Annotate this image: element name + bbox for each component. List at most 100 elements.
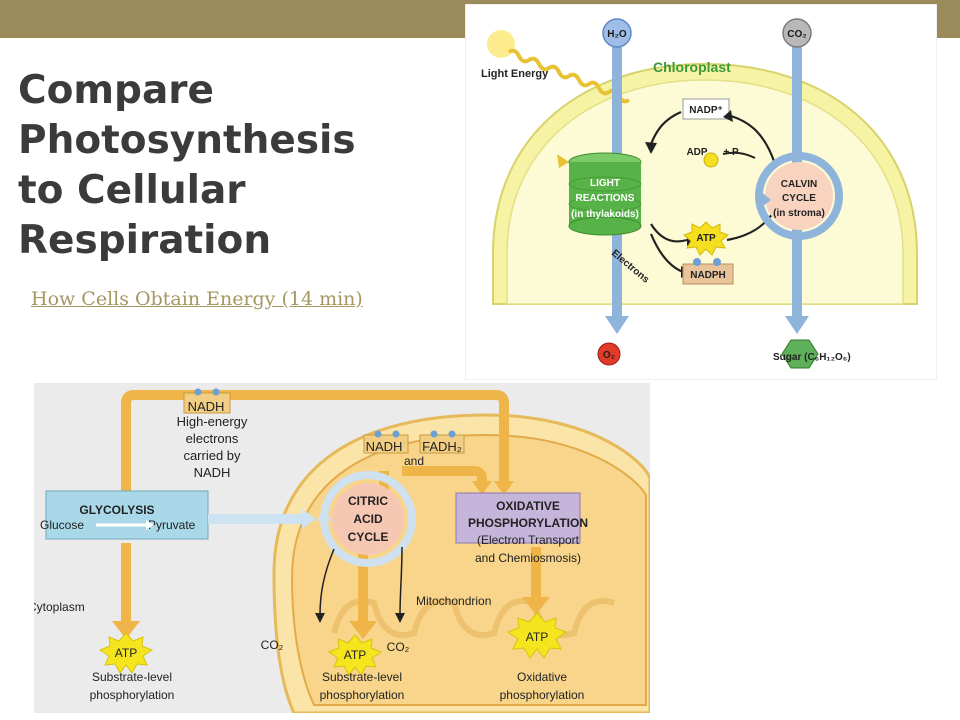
chloroplast-label: Chloroplast [653,59,731,75]
electron-dot-icon [392,430,400,438]
electron-dot-icon [693,258,701,266]
pyruvate-label: Pyruvate [148,518,196,532]
citric-acid-cycle [332,483,404,555]
photosynthesis-diagram: H₂O CO₂ Light Energy Chloroplast NADP⁺ A… [465,4,937,380]
high-energy-line-3: carried by [183,448,241,463]
oxidative-line-1: Oxidative [517,670,567,684]
glycolysis-atp-route [121,543,131,623]
nadp-box [682,98,730,120]
high-energy-line-1: High-energy [177,414,248,429]
oxphos-box [455,492,581,544]
citric-line-1: CITRIC [348,494,388,508]
light-reactions-line-1: LIGHT [590,178,620,189]
adp-label: ADP [686,147,707,158]
co2-arrowhead-icon [395,613,405,623]
electron-dot-icon [194,388,202,396]
citric-line-2: ACID [353,512,383,526]
substrate-mid-line-1: Substrate-level [322,670,402,684]
nadh-top-box [183,392,231,414]
sugar-label: Sugar (C₆H₁₂O₆) [773,352,851,363]
atp-burst-icon [506,612,568,659]
glycolysis-box [45,490,209,540]
calvin-arrowhead-icon [759,190,771,206]
oxphos-line-2: PHOSPHORYLATION [468,516,588,530]
electron-dot-icon [430,430,438,438]
co2-arrow-right [399,546,403,616]
krebs-atp-arrowhead-icon [349,621,377,639]
atp-label: ATP [696,233,716,244]
thylakoid-line [568,176,642,192]
electron-dot-icon [448,430,456,438]
glycolysis-atp-arrowhead-icon [112,621,140,639]
video-link[interactable]: How Cells Obtain Energy (14 min) [31,288,363,310]
fadh2-label: FADH₂ [422,439,462,454]
mitochondrion-label: Mitochondrion [416,594,491,608]
title-line-2: Photosynthesis [18,118,356,163]
co2-label: CO₂ [787,29,806,40]
atp-label-krebs: ATP [344,648,366,662]
cycle-arrow-top-right [730,114,777,165]
oxphos-line-3: (Electron Transport [477,533,580,547]
h2o-label: H₂O [607,29,627,40]
citric-line-3: CYCLE [348,530,389,544]
fadh2-route-arrowhead-icon [472,481,492,495]
electron-dot-icon [713,258,721,266]
calvin-ring [755,152,843,240]
oxphos-atp-arrowhead-icon [522,597,550,615]
glucose-label: Glucose [40,518,84,532]
calvin-line-1: CALVIN [781,179,817,190]
nadh-mid-label: NADH [366,439,403,454]
high-energy-line-2: electrons [186,431,239,446]
o2-label: O₂ [603,350,615,361]
slide-title: Compare Photosynthesis to Cellular Respi… [18,66,438,266]
substrate-mid-line-2: phosphorylation [320,688,405,702]
nadph-label: NADPH [690,270,726,281]
electron-dot-icon [374,430,382,438]
cycle-arrow-top-left [649,110,682,145]
light-reactions-line-3: (in thylakoids) [571,209,639,220]
co2-label-right: CO₂ [387,640,410,654]
o2-arrowhead-icon [605,316,629,334]
substrate-left-line-1: Substrate-level [92,670,172,684]
co2-arrow-left [319,548,335,616]
nadh-top-label: NADH [188,399,225,414]
title-line-1: Compare [18,68,214,113]
nadh-route-arrowhead-icon [494,481,514,495]
co2-arrowhead-icon [315,613,325,623]
cristae-folds [331,598,615,638]
light-source-icon [487,30,515,58]
o2-bubble [597,342,621,366]
glycolysis-label: GLYCOLYSIS [79,503,154,517]
phosphate-icon [703,152,719,168]
atp-label-oxphos: ATP [526,630,548,644]
pyruvate-arrow [208,514,304,524]
sugar-hexagon-icon [781,339,819,369]
nadh-mid-box [363,434,409,454]
chloroplast-inner [506,79,904,305]
fadh2-route [402,466,487,483]
thylakoid-disk [568,216,642,236]
nadph-box [682,263,734,285]
cycle-arrowhead-icon [645,142,657,154]
krebs-arrowhead-icon [316,509,332,521]
cycle-arrow-bottom-left [650,223,688,243]
nadph-arrow [649,233,684,274]
atp-label-glycolysis: ATP [115,646,137,660]
light-arrowhead-icon [557,154,569,168]
respiration-diagram: NADH High-energy electrons carried by NA… [34,383,650,713]
light-energy-label: Light Energy [481,68,549,80]
atp-burst-icon [683,221,729,256]
krebs-atp-route [358,553,368,623]
glycolysis-arrowhead-icon [146,520,154,530]
and-label: and [404,454,424,468]
calvin-line-2: CYCLE [782,193,816,204]
title-line-3: to Cellular [18,168,246,213]
nadh-route-top [121,390,509,501]
oxphos-line-4: and Chemiosmosis) [475,551,581,565]
light-wave-icon [507,48,631,104]
oxphos-line-1: OXIDATIVE [496,499,560,513]
atp-burst-icon [98,632,154,674]
calvin-line-3: (in stroma) [773,208,825,219]
nadp-label: NADP⁺ [689,105,723,116]
oxidative-line-2: phosphorylation [500,688,585,702]
